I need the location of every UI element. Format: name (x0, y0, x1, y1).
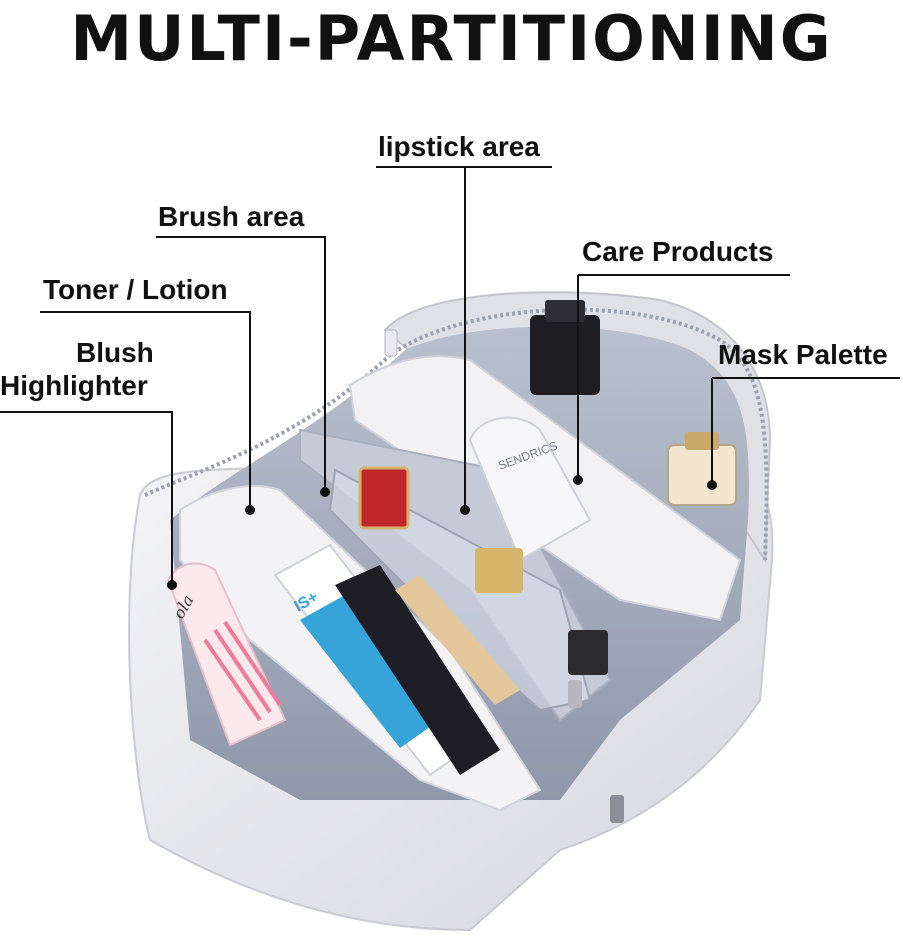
zipper-trim (144, 307, 769, 561)
black-bottle (335, 565, 500, 775)
blush-label: Blush (76, 337, 154, 368)
callout-dot-mask (707, 480, 717, 490)
callout-line-blush (0, 411, 173, 585)
mask-palette-label: Mask Palette (718, 339, 888, 370)
callout-dot-lipstick (460, 505, 470, 515)
gold-lipstick (475, 548, 523, 593)
zipper-pull-1 (568, 680, 582, 708)
blush-stripes (203, 620, 282, 722)
dark-compact (568, 630, 608, 675)
callout-line-toner (40, 311, 251, 510)
zipper-pull-3 (384, 329, 398, 357)
page-title: MULTI-PARTITIONING (70, 2, 833, 75)
zipper-pull-2 (610, 795, 624, 823)
makeup-brush (395, 575, 520, 705)
callout-dot-care (573, 475, 583, 485)
lotion-bottle-band (300, 595, 440, 748)
perfume-bottle (530, 315, 600, 395)
callout-dot-blush (167, 580, 177, 590)
clear-pocket (328, 468, 592, 712)
care-products-label: Care Products (582, 236, 774, 267)
perfume-cap (545, 300, 585, 322)
callout-line-brush (156, 236, 326, 492)
callout-line-mask (711, 377, 900, 485)
lipstick-area-label: lipstick area (378, 131, 540, 162)
callout-line-care (577, 274, 790, 480)
callout-lines (0, 166, 900, 585)
callout-dot-toner (245, 505, 255, 515)
callout-line-lipstick (376, 166, 552, 510)
brush-area-label: Brush area (158, 201, 305, 232)
sunscreen-tube (468, 416, 592, 562)
callout-dots (167, 475, 717, 590)
perfume-small (667, 444, 737, 506)
perfume-small-cap (685, 432, 719, 450)
lipstick (358, 466, 410, 530)
toner-lotion-label: Toner / Lotion (43, 274, 228, 305)
callout-dot-brush (320, 487, 330, 497)
highlighter-label: Highlighter (0, 370, 148, 401)
